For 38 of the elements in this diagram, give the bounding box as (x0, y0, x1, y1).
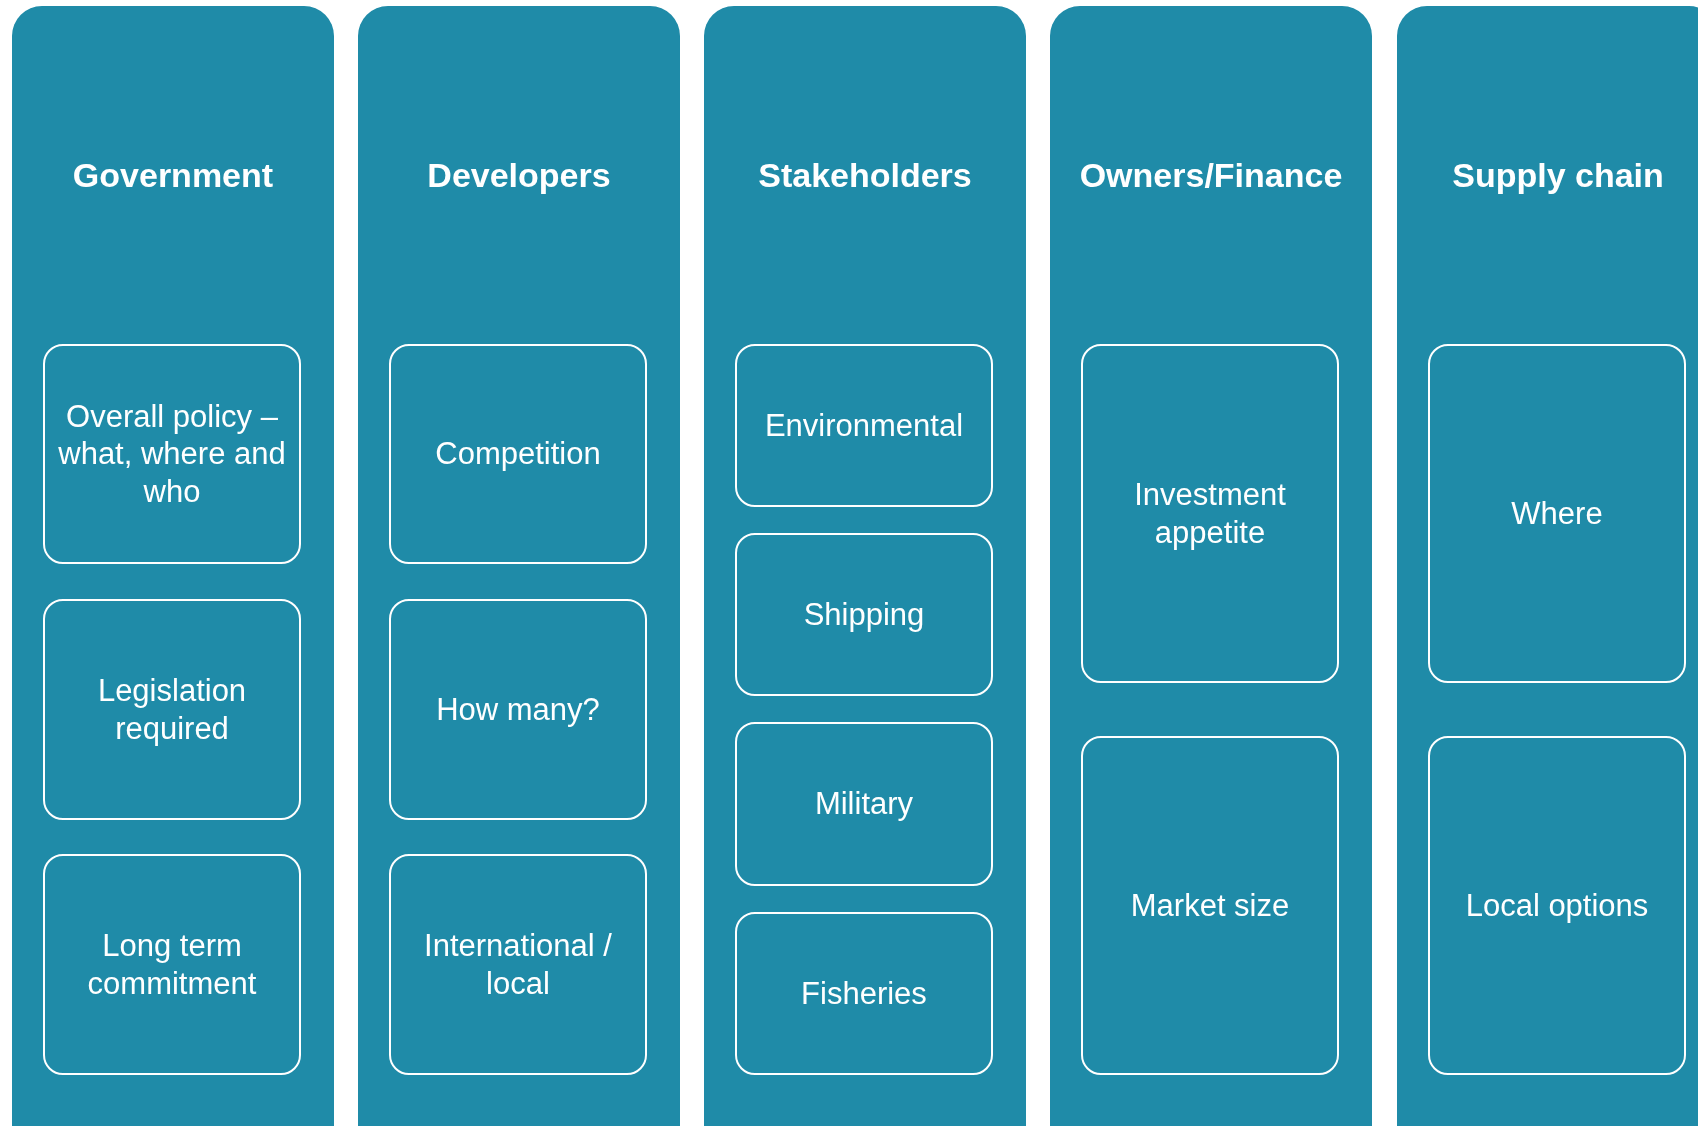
column-heading: Government (71, 156, 275, 195)
item-box (1428, 736, 1686, 1075)
item-text: Market size (1129, 886, 1291, 925)
item-text: How many? (435, 690, 601, 729)
column-panel (704, 6, 1026, 1126)
column-heading: Supply chain (1451, 156, 1665, 195)
item-text: Fisheries (800, 974, 928, 1013)
column-panel (358, 6, 680, 1126)
item-box (735, 344, 993, 507)
item-box (1081, 736, 1339, 1075)
item-box (389, 344, 647, 564)
item-text: Local options (1464, 886, 1650, 925)
item-text: Where (1510, 494, 1604, 533)
item-box (389, 854, 647, 1075)
column-heading: Owners/Finance (1078, 156, 1344, 195)
column-panel (12, 6, 334, 1126)
item-text: Environmental (763, 406, 965, 445)
item-box (43, 599, 301, 820)
item-text: International / local (423, 927, 613, 1002)
column-heading: Stakeholders (757, 156, 973, 195)
item-box (735, 912, 993, 1075)
column-panel (1050, 6, 1372, 1126)
item-box (1081, 344, 1339, 683)
item-box (43, 344, 301, 564)
item-text: Long term commitment (86, 927, 258, 1002)
item-text: Shipping (802, 595, 926, 634)
item-box (735, 533, 993, 696)
item-box (1428, 344, 1686, 683)
item-box (735, 722, 993, 886)
column-heading: Developers (426, 156, 612, 195)
item-text: Military (813, 785, 915, 823)
item-text: Legislation required (96, 672, 248, 747)
item-text: Investment appetite (1133, 476, 1287, 551)
item-box (43, 854, 301, 1075)
column-panel (1397, 6, 1698, 1126)
item-box (389, 599, 647, 820)
item-text: Competition (434, 435, 602, 473)
item-text: Overall policy – what, where and who (57, 398, 287, 510)
